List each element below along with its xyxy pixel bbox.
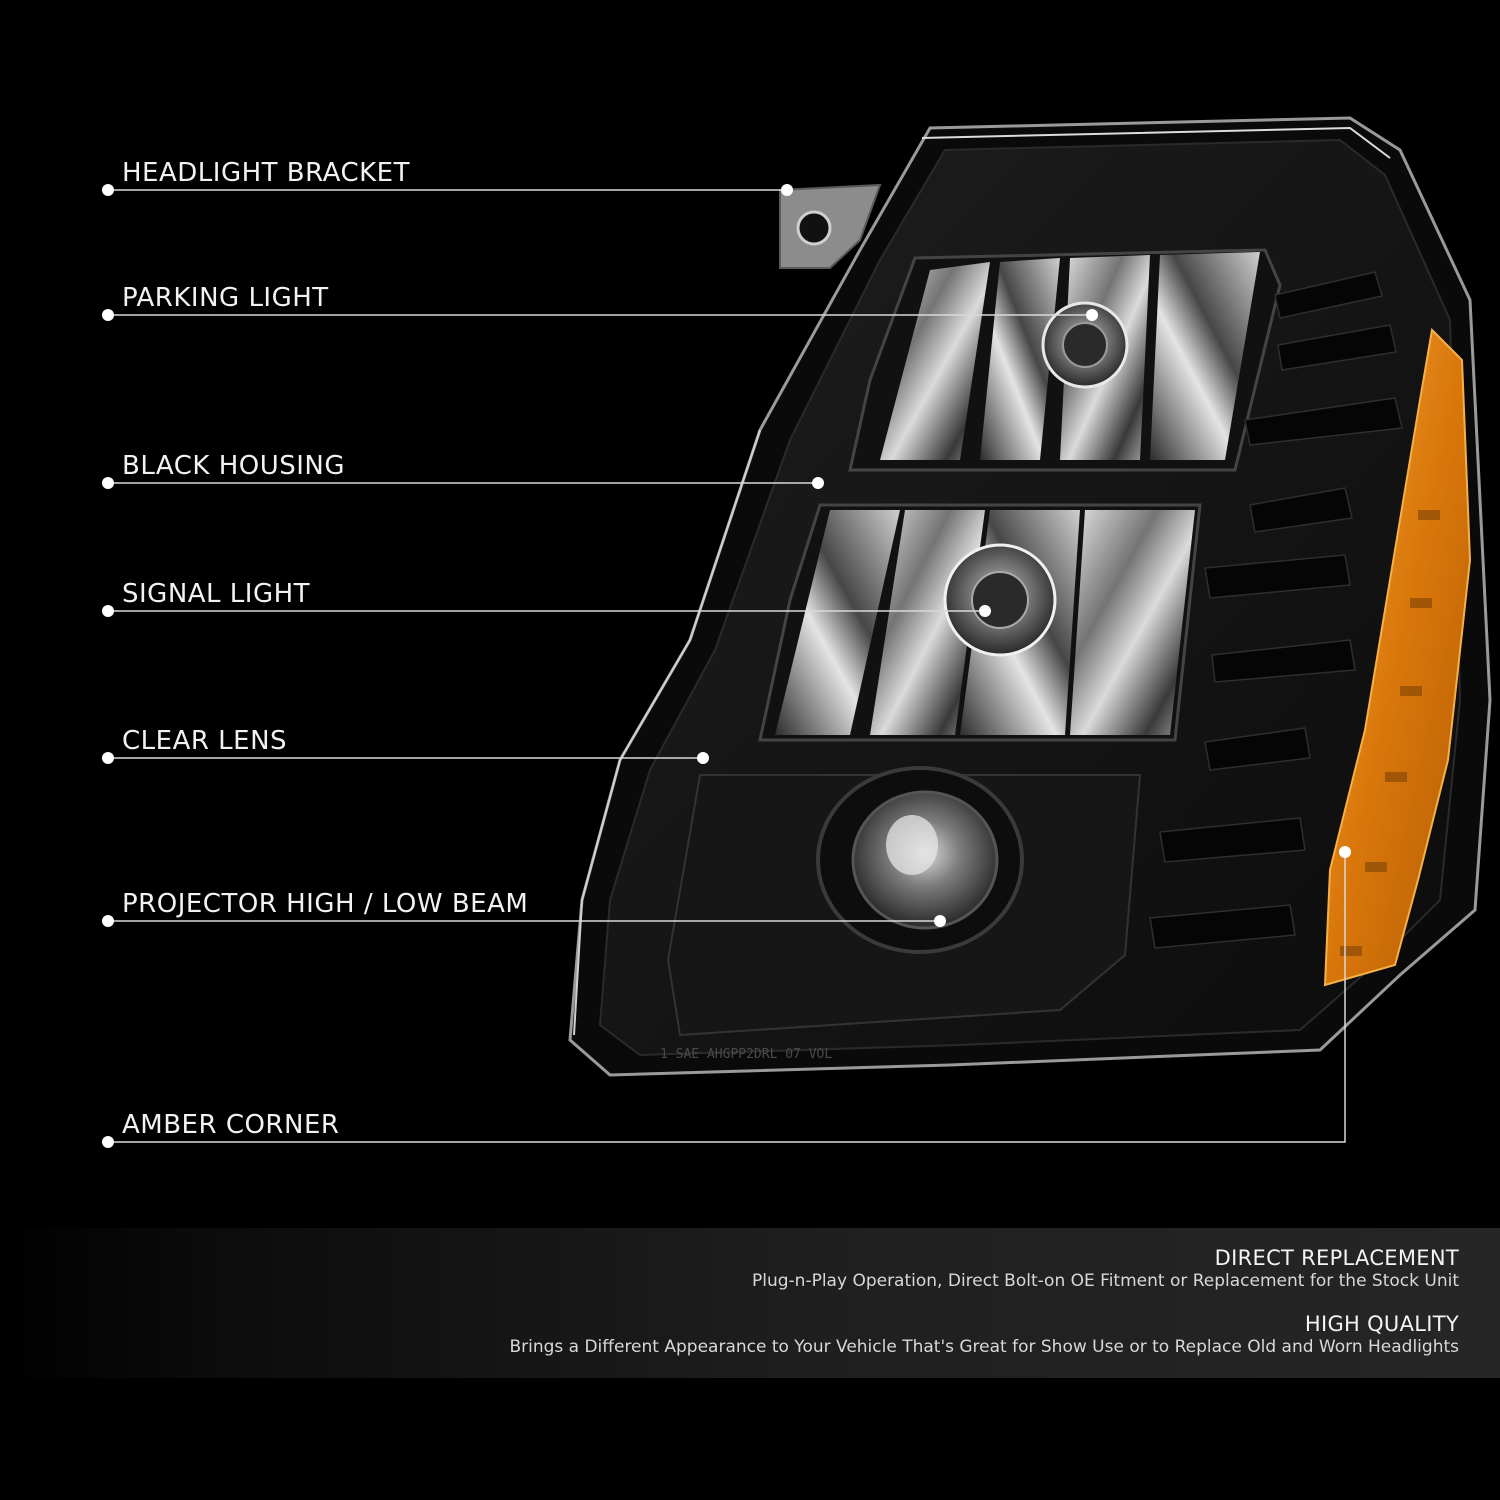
callout-label-parking-light: PARKING LIGHT [122, 283, 329, 313]
callout-dot [697, 752, 709, 764]
feature-title-direct-replacement: DIRECT REPLACEMENT [1214, 1246, 1459, 1270]
callout-dot [934, 915, 946, 927]
feature-info-band: DIRECT REPLACEMENT Plug-n-Play Operation… [0, 1228, 1500, 1378]
callout-dot [812, 477, 824, 489]
callout-dot [979, 605, 991, 617]
callout-dot [102, 309, 114, 321]
callout-dot [1339, 846, 1351, 858]
feature-text-direct-replacement: Plug-n-Play Operation, Direct Bolt-on OE… [752, 1271, 1459, 1291]
callout-dot [102, 184, 114, 196]
callout-dot [102, 477, 114, 489]
callout-label-black-housing: BLACK HOUSING [122, 451, 346, 481]
callout-dot [1086, 309, 1098, 321]
callout-dot [102, 1136, 114, 1148]
callout-label-signal-light: SIGNAL LIGHT [122, 579, 311, 609]
callout-label-projector-beam: PROJECTOR HIGH / LOW BEAM [122, 889, 529, 919]
callout-label-clear-lens: CLEAR LENS [122, 726, 288, 756]
feature-title-high-quality: HIGH QUALITY [1304, 1312, 1459, 1336]
callout-label-amber-corner: AMBER CORNER [122, 1110, 340, 1140]
lens-stamp: 1 SAE AHGPP2DRL 07 VOL [660, 1047, 832, 1062]
amber-corner-lens [1323, 327, 1472, 987]
callout-dot [781, 184, 793, 196]
feature-text-high-quality: Brings a Different Appearance to Your Ve… [509, 1337, 1459, 1357]
callout-dot [102, 605, 114, 617]
callout-line-amber-corner [108, 852, 1346, 1143]
callout-dot [102, 752, 114, 764]
callout-dot [102, 915, 114, 927]
callout-label-headlight-bracket: HEADLIGHT BRACKET [122, 158, 410, 188]
